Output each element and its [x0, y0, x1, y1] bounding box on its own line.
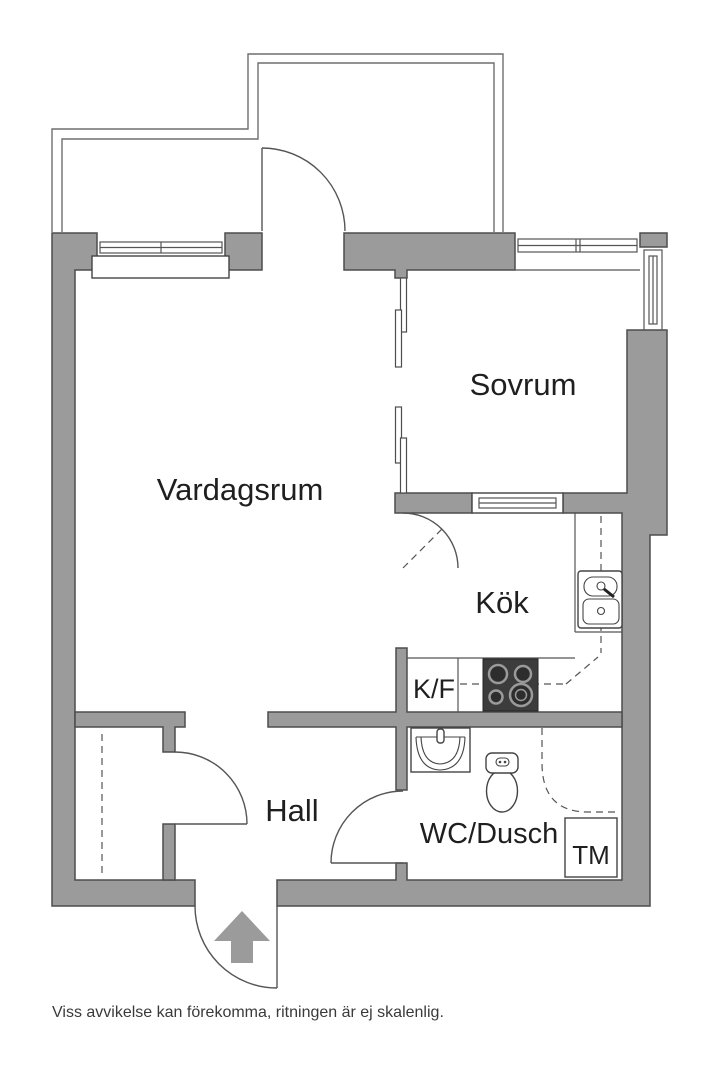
washbasin — [410, 727, 471, 773]
label-washing-machine: TM — [572, 840, 610, 870]
entrance-arrow — [214, 911, 270, 963]
wall-corner-ne — [639, 232, 668, 248]
balcony-outline — [51, 53, 504, 232]
burner — [488, 689, 504, 705]
disclaimer-text: Viss avvikelse kan förekomma, ritningen … — [52, 1004, 444, 1021]
doors — [174, 147, 459, 989]
kitchen-door-arc — [402, 512, 459, 569]
window-right — [643, 249, 663, 331]
sliding-door-panel — [399, 437, 408, 494]
sliding-door-panel — [399, 277, 408, 333]
stove — [482, 658, 539, 712]
wall-top-mid — [224, 232, 263, 271]
balcony-door-arc — [261, 147, 346, 232]
sliding-door-panel — [394, 406, 403, 464]
room-label-vardagsrum: Vardagsrum — [157, 472, 324, 507]
wall-closet-north — [74, 711, 186, 753]
window-top-right — [515, 238, 640, 271]
burner — [513, 664, 533, 684]
window-sill — [91, 255, 230, 279]
sliding-door-partition — [394, 277, 408, 494]
sliding-door-panel — [394, 309, 403, 368]
label-fridge-freezer: K/F — [413, 674, 455, 704]
interior-window-sovrum-kok — [471, 492, 564, 514]
room-label-kok: Kök — [475, 585, 529, 620]
room-label-wc-dusch: WC/Dusch — [420, 818, 559, 850]
closet-door-arc — [174, 751, 248, 825]
wall-top-right — [343, 232, 516, 279]
wc-door-arc — [330, 790, 404, 864]
shower-area — [541, 728, 617, 813]
toilet — [485, 752, 519, 813]
wall-left-and-bottom — [51, 232, 196, 907]
room-label-sovrum: Sovrum — [470, 367, 577, 402]
entrance-door-arc — [194, 905, 278, 989]
room-label-hall: Hall — [265, 793, 318, 828]
wall-closet-stub — [162, 823, 176, 881]
window-top-left — [91, 241, 230, 279]
kitchen-sink — [577, 570, 623, 629]
kitchen-counter — [407, 513, 622, 712]
wall-sovrum-south-west — [394, 492, 473, 514]
wall-hall-north — [267, 647, 623, 791]
burner — [487, 663, 509, 685]
washing-machine — [564, 817, 618, 878]
